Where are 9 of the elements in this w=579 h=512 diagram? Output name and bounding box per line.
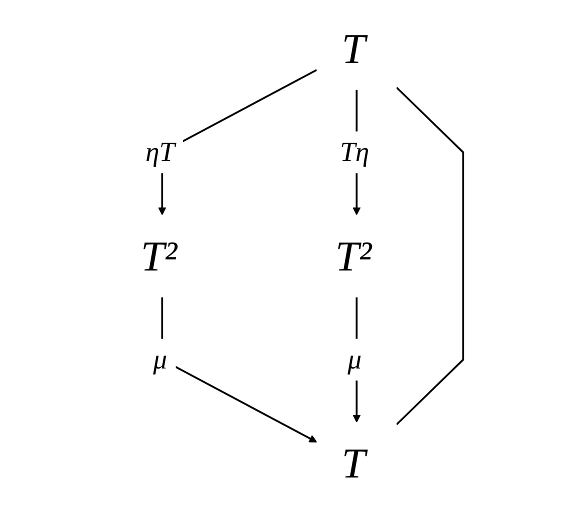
edge-label: ηT bbox=[145, 137, 175, 168]
node-text: T² bbox=[335, 232, 372, 280]
edge-label: μ bbox=[348, 344, 362, 375]
node-text: T² bbox=[140, 232, 178, 280]
edge-label: Tη bbox=[340, 137, 370, 168]
node-text: T bbox=[342, 25, 366, 72]
connector bbox=[396, 86, 464, 426]
node-text: T bbox=[342, 440, 366, 487]
edge-label: μ bbox=[153, 344, 168, 375]
